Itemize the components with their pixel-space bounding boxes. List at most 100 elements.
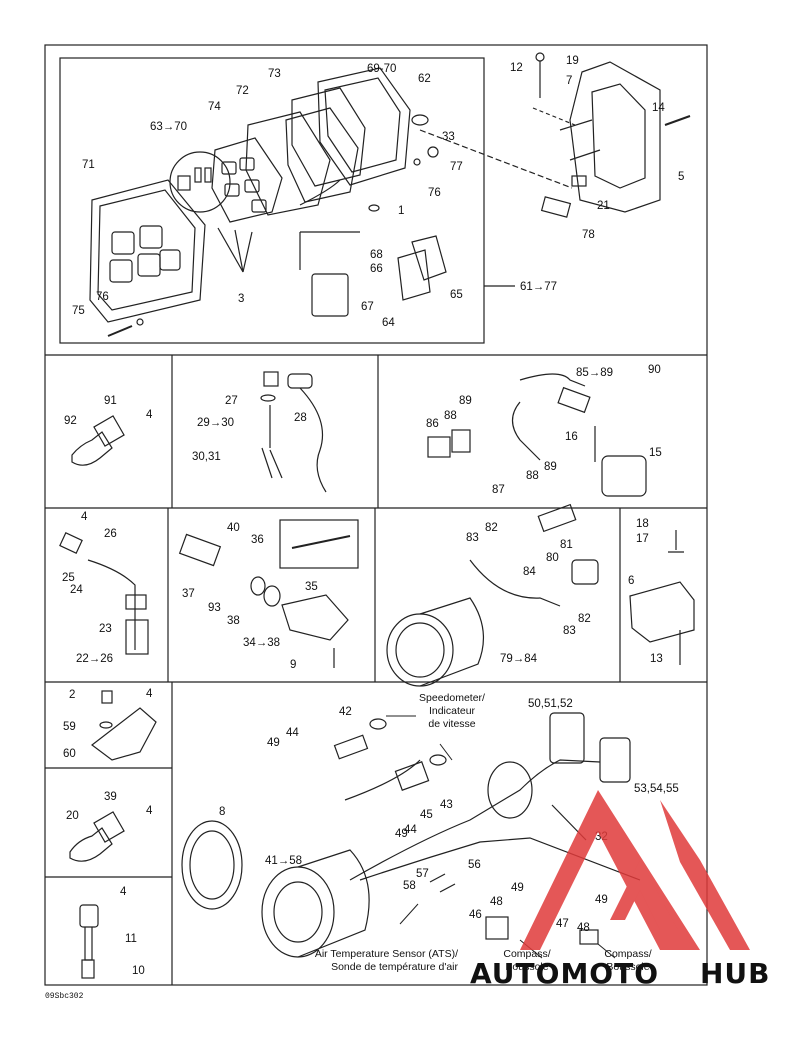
part-number-top-8: 77 — [450, 161, 463, 173]
part-number-harness_a-4: 86 — [426, 418, 439, 430]
harness-a — [427, 373, 647, 497]
part-number-harness_a-7: 89 — [544, 461, 557, 473]
svg-text:Boussole: Boussole — [606, 961, 649, 973]
part-number-top-9: 76 — [428, 187, 441, 199]
part-number-bracket-2: 59 — [63, 721, 76, 733]
sensor-a — [71, 415, 125, 466]
part-number-gauge-19: 48 — [577, 922, 590, 934]
part-number-tach-6: 83 — [563, 625, 576, 637]
tachometer — [386, 503, 599, 687]
part-number-top-2: 62 — [418, 73, 431, 85]
part-number-gauge-2: 49 — [267, 737, 280, 749]
part-number-tach-2: 83 — [466, 532, 479, 544]
part-number-gauge-7: 45 — [420, 809, 433, 821]
part-number-transducer-5: 22→26 — [76, 653, 113, 665]
bracket-assembly — [91, 690, 157, 761]
part-number-gauge-12: 56 — [468, 859, 481, 871]
display-unit-assembly — [89, 52, 691, 337]
part-number-temp-0: 4 — [120, 886, 127, 898]
part-number-sensor_a-1: 92 — [64, 415, 77, 427]
part-number-trim-1: 36 — [251, 534, 264, 546]
part-number-sensor_a-2: 4 — [146, 409, 153, 421]
part-number-bracket-3: 60 — [63, 748, 76, 760]
part-number-transducer-4: 23 — [99, 623, 112, 635]
solenoid — [629, 530, 695, 665]
part-number-gauge-15: 49 — [511, 882, 524, 894]
part-number-trim-3: 93 — [208, 602, 221, 614]
part-number-tach-5: 82 — [578, 613, 591, 625]
part-number-trim-4: 38 — [227, 615, 240, 627]
part-number-transducer-1: 26 — [104, 528, 117, 540]
part-number-gauge-0: 42 — [339, 706, 352, 718]
part-number-top-23: 14 — [652, 102, 665, 114]
part-number-top-21: 19 — [566, 55, 579, 67]
drawing-code: 09Sbc302 — [45, 992, 84, 1001]
part-number-top-0: 73 — [268, 68, 281, 80]
part-number-top-26: 78 — [582, 229, 595, 241]
part-number-top-19: 61→77 — [520, 281, 557, 293]
part-number-temp-2: 10 — [132, 965, 145, 977]
coil-assembly — [260, 371, 327, 493]
part-number-bracket-1: 4 — [146, 688, 153, 700]
part-number-harness_a-5: 16 — [565, 431, 578, 443]
part-number-gauge-11: 41→58 — [265, 855, 302, 867]
part-number-top-13: 67 — [361, 301, 374, 313]
part-number-gauge-3: 50,51,52 — [528, 698, 573, 710]
sensor-b — [69, 811, 125, 862]
part-number-solenoid-3: 13 — [650, 653, 663, 665]
part-number-gauge-16: 48 — [490, 896, 503, 908]
part-number-top-22: 7 — [566, 75, 572, 87]
part-number-top-15: 64 — [382, 317, 395, 329]
svg-text:AUTOMOTO: AUTOMOTO — [470, 957, 659, 990]
part-number-top-10: 1 — [398, 205, 404, 217]
part-number-harness_a-3: 88 — [444, 410, 457, 422]
part-number-trim-7: 9 — [290, 659, 296, 671]
part-number-top-11: 68 — [370, 249, 383, 261]
part-number-harness_a-8: 88 — [526, 470, 539, 482]
part-number-transducer-3: 24 — [70, 584, 83, 596]
svg-text:Sonde de température d'air: Sonde de température d'air — [331, 961, 458, 973]
part-number-top-7: 71 — [82, 159, 95, 171]
part-number-sensor_b-2: 4 — [146, 805, 153, 817]
panel-frames — [44, 44, 708, 986]
part-number-tach-3: 80 — [546, 552, 559, 564]
part-number-gauge-5: 8 — [219, 806, 225, 818]
part-number-gauge-4: 53,54,55 — [634, 783, 679, 795]
transducer — [59, 532, 149, 655]
part-number-transducer-0: 4 — [81, 511, 88, 523]
part-number-tach-0: 82 — [485, 522, 498, 534]
part-number-tach-1: 81 — [560, 539, 573, 551]
svg-text:Compass/: Compass/ — [503, 948, 550, 960]
speedometer-caption: Speedometer/ Indicateur de vitesse — [419, 692, 485, 730]
part-number-coil-2: 29→30 — [197, 417, 234, 429]
part-number-solenoid-1: 17 — [636, 533, 649, 545]
part-number-top-17: 76 — [96, 291, 109, 303]
part-number-temp-1: 11 — [125, 933, 137, 945]
part-number-top-20: 12 — [510, 62, 523, 74]
part-number-coil-3: 30,31 — [192, 451, 221, 463]
part-number-gauge-6: 43 — [440, 799, 453, 811]
part-number-top-16: 3 — [238, 293, 244, 305]
part-number-gauge-17: 46 — [469, 909, 482, 921]
part-number-gauge-1: 44 — [286, 727, 299, 739]
part-number-solenoid-0: 18 — [636, 518, 649, 530]
part-number-harness_a-0: 85→89 — [576, 367, 613, 379]
part-number-top-12: 66 — [370, 263, 383, 275]
part-number-top-24: 5 — [678, 171, 684, 183]
part-number-gauge-8: 44 — [404, 824, 417, 836]
part-number-harness_a-6: 15 — [649, 447, 662, 459]
compass-caption-2: Compass/ Boussole — [604, 948, 651, 973]
part-number-tach-4: 84 — [523, 566, 536, 578]
svg-text:Compass/: Compass/ — [604, 948, 651, 960]
part-number-harness_a-1: 90 — [648, 364, 661, 376]
part-number-sensor_a-0: 91 — [104, 395, 117, 407]
gauge-harness — [181, 712, 641, 958]
part-number-sensor_b-0: 39 — [104, 791, 117, 803]
part-number-gauge-18: 47 — [556, 918, 569, 930]
svg-text:Boussole: Boussole — [505, 961, 548, 973]
trim-sender — [178, 519, 359, 668]
watermark-text: AUTOMOTO HUB — [470, 957, 770, 990]
part-number-gauge-20: 49 — [595, 894, 608, 906]
part-number-gauge-13: 57 — [416, 868, 429, 880]
